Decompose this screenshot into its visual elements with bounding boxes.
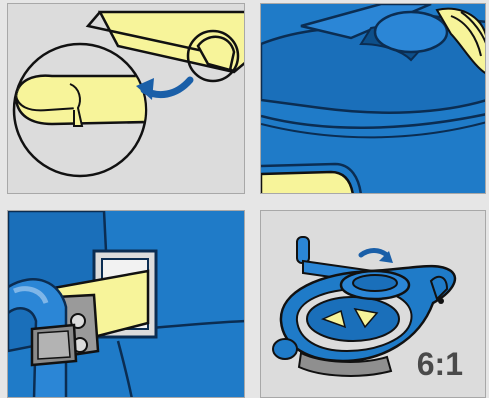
step-3-illustration (8, 211, 245, 398)
crank-arrow-icon (361, 251, 387, 256)
panel-step-1 (7, 3, 245, 194)
panel-step-4: 6:1 (260, 210, 486, 398)
step-2-illustration (261, 4, 486, 194)
panel-step-2 (260, 3, 486, 194)
strap-piece (261, 172, 353, 194)
step-1-illustration (8, 4, 245, 194)
panel-step-3 (7, 210, 245, 398)
gear-ratio-label: 6:1 (417, 346, 463, 383)
crank-handle (297, 237, 309, 263)
